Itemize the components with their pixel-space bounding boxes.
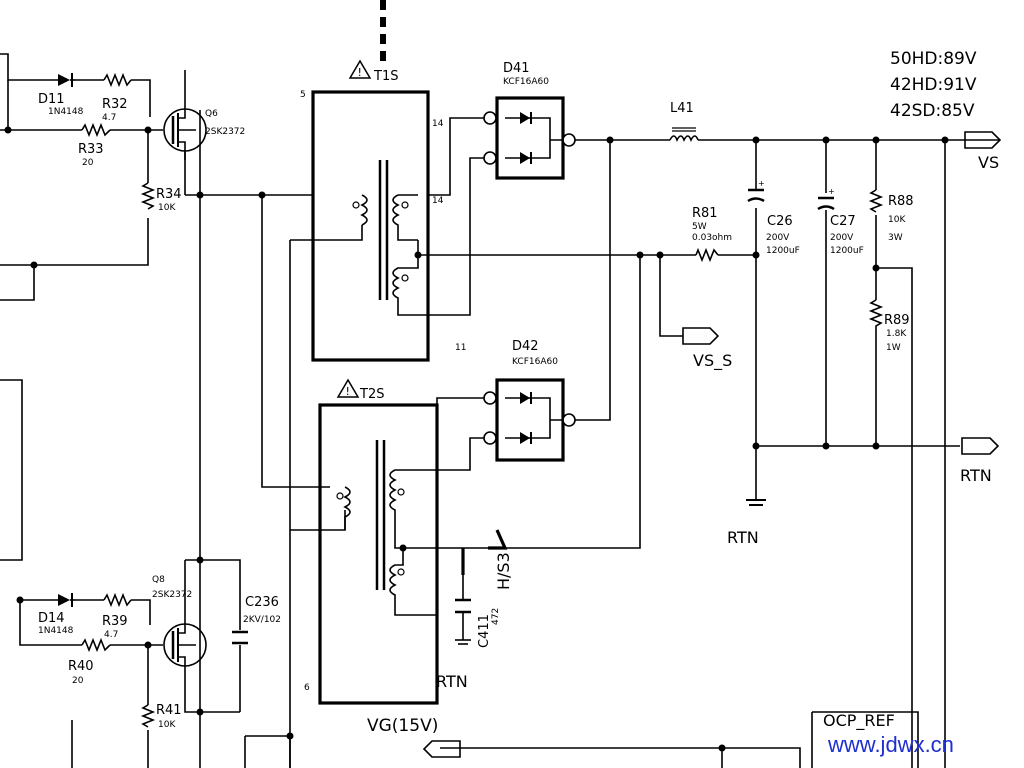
q8-label: Q8 [152, 575, 165, 585]
d11-part: 1N4148 [48, 107, 84, 117]
d41-label: D41 [503, 61, 530, 76]
rtn-c411-label: RTN [436, 672, 468, 691]
voltage-line-1: 50HD:89V [890, 49, 977, 69]
svg-text:!: ! [346, 385, 350, 398]
r88-value-2: 3W [888, 233, 903, 243]
wires [0, 0, 1000, 768]
r39-label: R39 [102, 614, 128, 629]
svg-text:!: ! [358, 66, 362, 79]
c27-label: C27 [830, 214, 856, 229]
ocp-ref-label: OCP_REF [823, 711, 895, 731]
capacitor-c26: + C26 200V 1200uF [747, 179, 800, 256]
r41-value: 10K [158, 720, 176, 730]
c411-label: C411 [477, 614, 492, 648]
junction-dots [4, 126, 949, 752]
q8-part: 2SK2372 [152, 590, 192, 600]
rtn-port: RTN [960, 437, 1000, 485]
d41-part: KCF16A60 [503, 77, 549, 87]
vg-label: VG(15V) [367, 716, 438, 736]
c26-label: C26 [767, 214, 793, 229]
heatsink-s3-label: H/S3 [494, 552, 513, 590]
q6-part: 2SK2372 [205, 127, 245, 137]
warning-icon: ! [348, 59, 372, 79]
t1s-pin14b: 14 [432, 196, 444, 206]
capacitor-c27: + C27 200V 1200uF [817, 187, 864, 256]
c236-label: C236 [245, 595, 279, 610]
r34-label: R34 [156, 187, 182, 202]
d14-label: D14 [38, 611, 65, 626]
d14-part: 1N4148 [38, 626, 74, 636]
r40-value: 20 [72, 676, 84, 686]
rtn-bottom-label: RTN [727, 528, 759, 547]
d11-label: D11 [38, 92, 65, 107]
c236-value: 2KV/102 [243, 615, 281, 625]
ground-symbol: RTN [727, 499, 766, 547]
watermark: www.jdwx.cn [827, 732, 954, 757]
c27-value-2: 1200uF [830, 246, 864, 256]
d42-part: KCF16A60 [512, 357, 558, 367]
resistor-r88: R88 10K 3W [868, 189, 914, 243]
r88-label: R88 [888, 194, 914, 209]
d14-r39-r40-group: D14 1N4148 R39 4.7 R40 20 [38, 592, 132, 686]
rtn-right-label: RTN [960, 466, 992, 485]
r34-value: 10K [158, 203, 176, 213]
voltage-line-3: 42SD:85V [890, 101, 975, 121]
diode-d41: D41 KCF16A60 [483, 61, 576, 180]
r88-value-1: 10K [888, 215, 906, 225]
r41-label: R41 [156, 703, 182, 718]
svg-text:+: + [758, 179, 765, 188]
r32-value: 4.7 [102, 113, 116, 123]
vs-port: VS [964, 131, 1002, 172]
r32-label: R32 [102, 97, 128, 112]
r39-value: 4.7 [104, 630, 118, 640]
mosfet-q8: Q8 2SK2372 [152, 575, 207, 680]
d11-r32-r33-group: D11 1N4148 R32 4.7 R33 20 [38, 72, 132, 168]
resistor-r41: R41 10K [140, 703, 182, 730]
c26-value-2: 1200uF [766, 246, 800, 256]
resistor-r89: R89 1.8K 1W [868, 299, 910, 353]
voltage-line-2: 42HD:91V [890, 75, 977, 95]
t1s-pin14a: 14 [432, 119, 444, 129]
mosfet-q6: Q6 2SK2372 [163, 100, 245, 160]
resistor-r81: R81 5W 0.03ohm [692, 206, 732, 263]
vs-s-label: VS_S [693, 351, 732, 371]
t1s-label: T1S [373, 69, 398, 84]
inductor-l41: L41 [669, 101, 699, 142]
r40-label: R40 [68, 659, 94, 674]
capacitor-c411: C411 472 [455, 598, 501, 648]
t2s-label: T2S [359, 387, 384, 402]
warning-icon: ! [336, 378, 360, 398]
voltage-table: 50HD:89V 42HD:91V 42SD:85V [890, 49, 977, 121]
t1s-pin11: 11 [455, 343, 466, 353]
c411-value: 472 [491, 608, 501, 625]
transformer-t1s: ! T1S 5 14 14 11 [300, 59, 466, 362]
r81-value-1: 5W [692, 222, 707, 232]
c26-value-1: 200V [766, 233, 790, 243]
d42-label: D42 [512, 339, 539, 354]
vs-label: VS [978, 153, 999, 172]
transformer-t2s: ! T2S 6 VG(15V) [304, 378, 439, 736]
r89-value-2: 1W [886, 343, 901, 353]
vs-s-port: VS_S [682, 327, 732, 371]
r81-value-2: 0.03ohm [692, 233, 732, 243]
t1s-pin5: 5 [300, 90, 306, 100]
diode-d42: D42 KCF16A60 [483, 339, 576, 462]
c27-value-1: 200V [830, 233, 854, 243]
r81-label: R81 [692, 206, 718, 221]
l41-label: L41 [670, 101, 694, 116]
q6-label: Q6 [205, 109, 218, 119]
r89-value-1: 1.8K [886, 329, 907, 339]
svg-text:+: + [828, 187, 835, 196]
t2s-pin6: 6 [304, 683, 310, 693]
capacitor-c236: C236 2KV/102 [232, 595, 281, 645]
bottom-port [422, 740, 461, 758]
r33-label: R33 [78, 142, 104, 157]
r89-label: R89 [884, 313, 910, 328]
resistor-r34: R34 10K [140, 182, 182, 213]
r33-value: 20 [82, 158, 94, 168]
